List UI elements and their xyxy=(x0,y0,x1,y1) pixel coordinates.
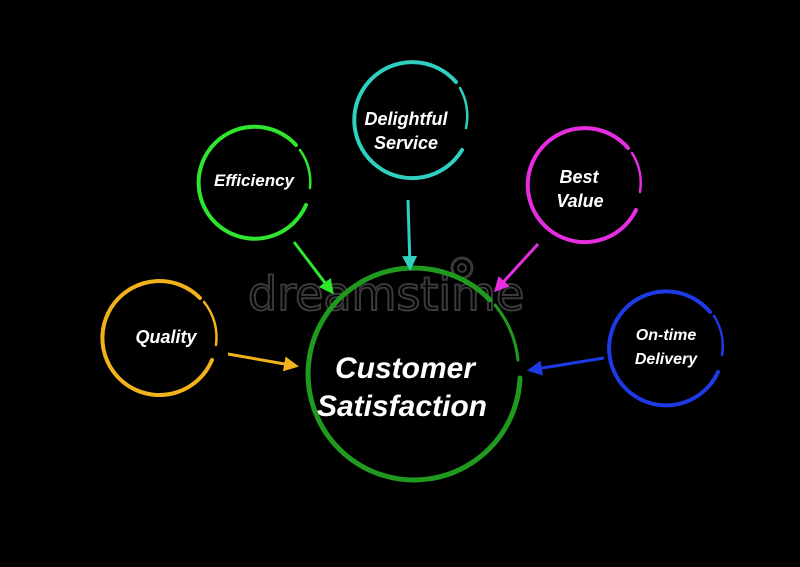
delightful-service-arrow xyxy=(402,199,418,271)
efficiency-arrow xyxy=(292,241,334,295)
on-time-delivery-label-line2: Delivery xyxy=(635,351,698,368)
factor-efficiency: Efficiency xyxy=(196,124,334,295)
efficiency-circle xyxy=(196,124,308,241)
on-time-delivery-label-line1: On-time xyxy=(636,327,697,344)
best-value-circle xyxy=(525,126,638,245)
quality-label: Quality xyxy=(135,327,197,347)
watermark: dreamstime xyxy=(247,256,525,322)
on-time-delivery-arrow xyxy=(527,356,605,376)
watermark-text: dreamstime xyxy=(248,267,524,321)
on-time-delivery-circle xyxy=(607,289,720,408)
delightful-service-label-line2: Service xyxy=(374,133,438,153)
best-value-arrow xyxy=(493,242,540,293)
efficiency-label: Efficiency xyxy=(214,171,296,190)
center-label-line1: Customer xyxy=(335,352,477,385)
best-value-label-line2: Value xyxy=(556,191,603,211)
delightful-service-label-line1: Delightful xyxy=(365,109,449,129)
quality-circle xyxy=(100,279,214,398)
delightful-service-circle xyxy=(352,60,464,181)
factor-quality: Quality xyxy=(100,279,299,398)
factor-on-time-delivery: On-time Delivery xyxy=(527,289,724,408)
best-value-label-line1: Best xyxy=(559,167,599,187)
factor-best-value: Best Value xyxy=(493,126,642,293)
center-label-line2: Satisfaction xyxy=(317,390,487,423)
factor-delightful-service: Delightful Service xyxy=(352,60,469,271)
center-node: Customer Satisfaction xyxy=(305,265,523,483)
quality-arrow xyxy=(227,352,299,372)
